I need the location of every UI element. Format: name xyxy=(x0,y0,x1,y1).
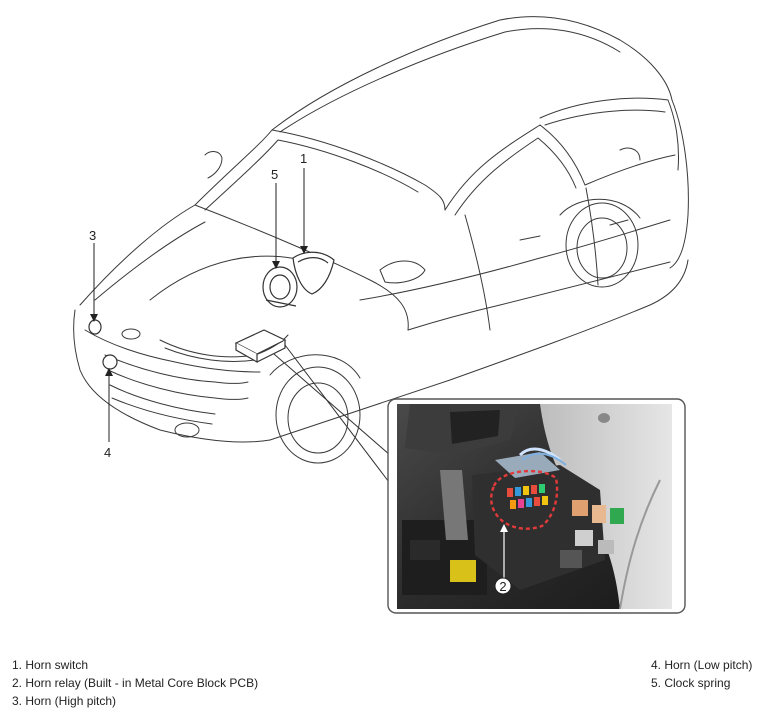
leader-arrowheads xyxy=(90,246,308,376)
legend-item-horn-relay: 2. Horn relay (Built - in Metal Core Blo… xyxy=(12,676,259,690)
horn-high-pitch-component xyxy=(88,319,102,335)
horn-low-pitch-component xyxy=(102,354,118,370)
zoom-lines xyxy=(273,344,396,491)
callout-4: 4 xyxy=(104,445,111,460)
callout-3: 3 xyxy=(89,228,96,243)
callout-1: 1 xyxy=(300,151,307,166)
horn-relay-highlight xyxy=(490,469,559,530)
legend-item-clock-spring: 5. Clock spring xyxy=(651,676,731,690)
callout-5: 5 xyxy=(271,167,278,182)
legend-item-horn-low-pitch: 4. Horn (Low pitch) xyxy=(651,658,753,672)
clock-spring-component xyxy=(262,266,298,308)
engine-bay-photo-inset: 2 xyxy=(387,398,686,614)
fuse-array xyxy=(507,484,548,509)
horn-relay-box-component xyxy=(234,329,287,364)
horn-switch-component xyxy=(292,251,335,295)
legend-right: 4. Horn (Low pitch) 5. Clock spring xyxy=(651,656,752,692)
legend-left: 1. Horn switch 2. Horn relay (Built - in… xyxy=(12,656,258,710)
leader-lines xyxy=(93,168,305,442)
legend-item-horn-high-pitch: 3. Horn (High pitch) xyxy=(12,694,117,708)
callout-2: 2 xyxy=(499,579,506,594)
callout-2-badge xyxy=(494,577,512,595)
horn-system-location-diagram: 1 5 3 4 xyxy=(73,16,689,614)
car-illustration xyxy=(73,16,689,464)
legend-item-horn-switch: 1. Horn switch xyxy=(12,658,89,672)
